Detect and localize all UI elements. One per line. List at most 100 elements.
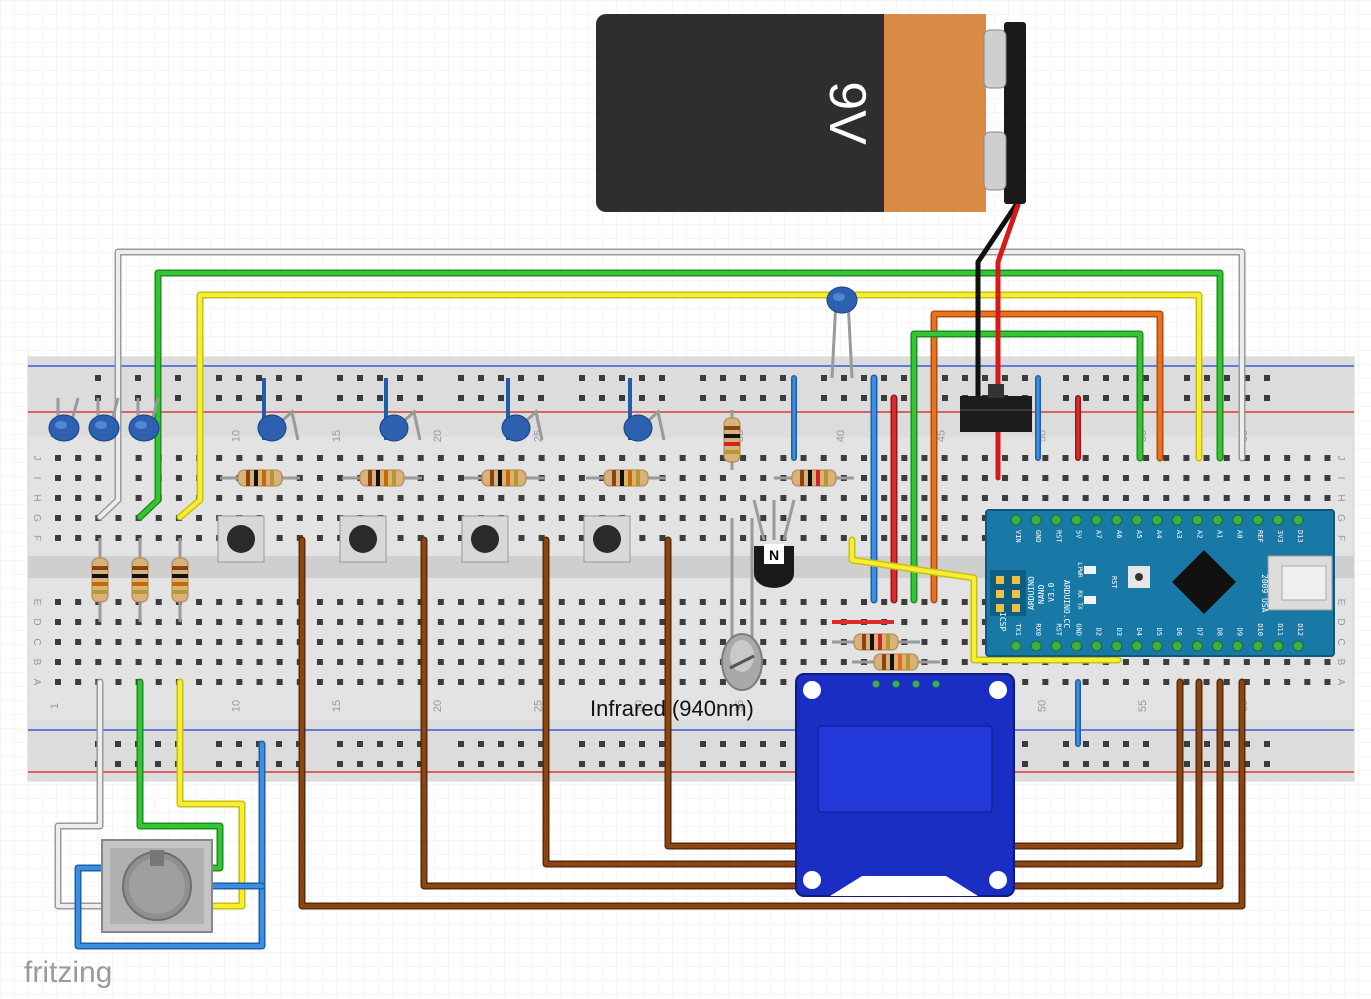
rail-hole[interactable] (458, 375, 464, 381)
rail-hole[interactable] (1224, 741, 1230, 747)
breadboard-hole[interactable] (478, 639, 485, 645)
breadboard-hole[interactable] (881, 515, 888, 521)
rail-hole[interactable] (276, 375, 282, 381)
rail-hole[interactable] (861, 375, 867, 381)
breadboard-hole[interactable] (236, 455, 243, 461)
rail-hole[interactable] (115, 761, 121, 767)
rail-hole[interactable] (397, 395, 403, 401)
breadboard-hole[interactable] (639, 455, 646, 461)
arduino-pin[interactable] (1131, 640, 1143, 652)
breadboard-hole[interactable] (437, 515, 444, 521)
breadboard-hole[interactable] (236, 639, 243, 645)
breadboard-hole[interactable] (840, 599, 847, 605)
rail-hole[interactable] (1123, 395, 1129, 401)
breadboard-hole[interactable] (196, 619, 203, 625)
breadboard-hole[interactable] (699, 455, 706, 461)
breadboard-hole[interactable] (1223, 455, 1230, 461)
breadboard-hole[interactable] (256, 599, 263, 605)
breadboard-hole[interactable] (1264, 455, 1270, 461)
breadboard-hole[interactable] (1223, 659, 1230, 665)
breadboard-hole[interactable] (1082, 455, 1089, 461)
breadboard-hole[interactable] (276, 679, 283, 685)
breadboard-hole[interactable] (518, 599, 525, 605)
breadboard-hole[interactable] (236, 599, 243, 605)
breadboard-hole[interactable] (639, 639, 646, 645)
breadboard-hole[interactable] (1264, 679, 1270, 685)
breadboard-hole[interactable] (941, 495, 948, 501)
breadboard-hole[interactable] (357, 679, 364, 685)
breadboard-hole[interactable] (458, 535, 464, 541)
rail-hole[interactable] (256, 395, 262, 401)
breadboard-hole[interactable] (699, 515, 706, 521)
rail-hole[interactable] (1264, 395, 1270, 401)
breadboard-hole[interactable] (518, 455, 525, 461)
rail-hole[interactable] (599, 375, 605, 381)
breadboard-hole[interactable] (316, 639, 323, 645)
breadboard-hole[interactable] (599, 679, 606, 685)
breadboard-hole[interactable] (699, 535, 706, 541)
breadboard-hole[interactable] (619, 455, 626, 461)
rail-hole[interactable] (1244, 375, 1250, 381)
breadboard-hole[interactable] (437, 535, 444, 541)
breadboard-hole[interactable] (800, 495, 807, 501)
rail-hole[interactable] (659, 375, 665, 381)
breadboard-hole[interactable] (740, 599, 747, 605)
breadboard-hole[interactable] (55, 475, 61, 481)
breadboard-hole[interactable] (1102, 455, 1109, 461)
rail-hole[interactable] (1264, 375, 1270, 381)
breadboard-hole[interactable] (1022, 455, 1029, 461)
breadboard-hole[interactable] (1203, 679, 1210, 685)
breadboard-hole[interactable] (75, 515, 82, 521)
breadboard-hole[interactable] (760, 455, 767, 461)
breadboard-hole[interactable] (337, 639, 344, 645)
resistor-button-3[interactable] (464, 469, 544, 487)
breadboard-hole[interactable] (437, 619, 444, 625)
breadboard-hole[interactable] (196, 659, 203, 665)
rail-hole[interactable] (982, 375, 988, 381)
breadboard-hole[interactable] (55, 495, 61, 501)
breadboard-hole[interactable] (397, 495, 404, 501)
breadboard-hole[interactable] (578, 659, 585, 665)
rail-hole[interactable] (538, 395, 544, 401)
breadboard-hole[interactable] (478, 679, 485, 685)
breadboard-hole[interactable] (1243, 495, 1250, 501)
breadboard-hole[interactable] (75, 679, 82, 685)
breadboard-hole[interactable] (820, 515, 827, 521)
rail-hole[interactable] (155, 761, 161, 767)
breadboard-hole[interactable] (599, 619, 606, 625)
breadboard-hole[interactable] (719, 679, 726, 685)
breadboard-hole[interactable] (780, 619, 787, 625)
rail-hole[interactable] (619, 761, 625, 767)
breadboard-hole[interactable] (397, 659, 404, 665)
breadboard-hole[interactable] (216, 495, 223, 501)
breadboard-hole[interactable] (901, 515, 908, 521)
rail-hole[interactable] (760, 395, 766, 401)
rail-hole[interactable] (357, 395, 363, 401)
breadboard-hole[interactable] (1304, 475, 1311, 481)
arduino-pin[interactable] (1091, 514, 1103, 526)
rail-hole[interactable] (498, 761, 504, 767)
breadboard-hole[interactable] (518, 535, 525, 541)
breadboard-hole[interactable] (599, 659, 606, 665)
breadboard-hole[interactable] (458, 619, 464, 625)
arduino-pin[interactable] (1111, 514, 1123, 526)
rail-hole[interactable] (720, 761, 726, 767)
rail-hole[interactable] (861, 395, 867, 401)
breadboard-hole[interactable] (1304, 659, 1311, 665)
breadboard-hole[interactable] (397, 515, 404, 521)
push-button-1[interactable] (217, 515, 265, 563)
breadboard-hole[interactable] (458, 515, 464, 521)
arduino-pin[interactable] (1171, 640, 1183, 652)
debounce-cap-4[interactable] (623, 378, 666, 442)
resistor-button-1[interactable] (220, 469, 300, 487)
breadboard-hole[interactable] (276, 659, 283, 665)
breadboard-hole[interactable] (458, 495, 464, 501)
rail-hole[interactable] (1184, 741, 1190, 747)
breadboard-hole[interactable] (498, 619, 505, 625)
breadboard-hole[interactable] (760, 475, 767, 481)
breadboard-hole[interactable] (981, 619, 988, 625)
arduino-pin[interactable] (1272, 514, 1284, 526)
breadboard-hole[interactable] (659, 495, 666, 501)
breadboard-hole[interactable] (820, 535, 827, 541)
breadboard-hole[interactable] (780, 455, 787, 461)
